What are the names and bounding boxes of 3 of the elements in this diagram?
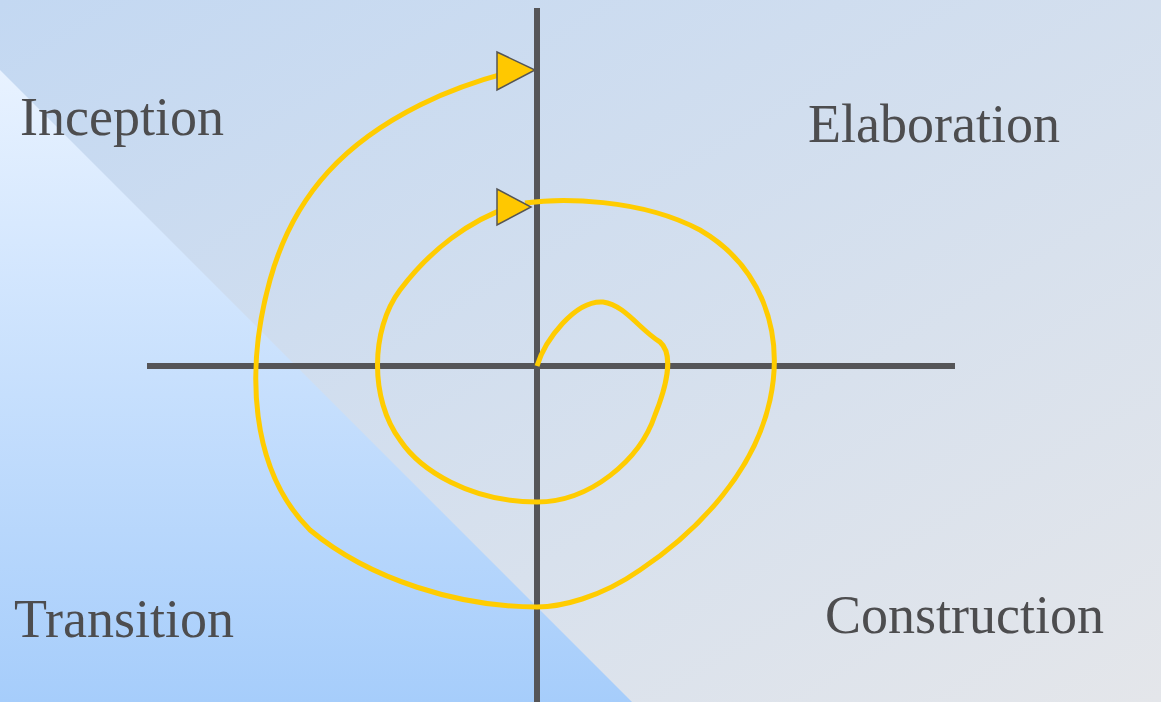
phase-label: Transition (14, 592, 235, 646)
phase-label: Elaboration (808, 97, 1060, 151)
phase-label: Construction (825, 588, 1104, 642)
